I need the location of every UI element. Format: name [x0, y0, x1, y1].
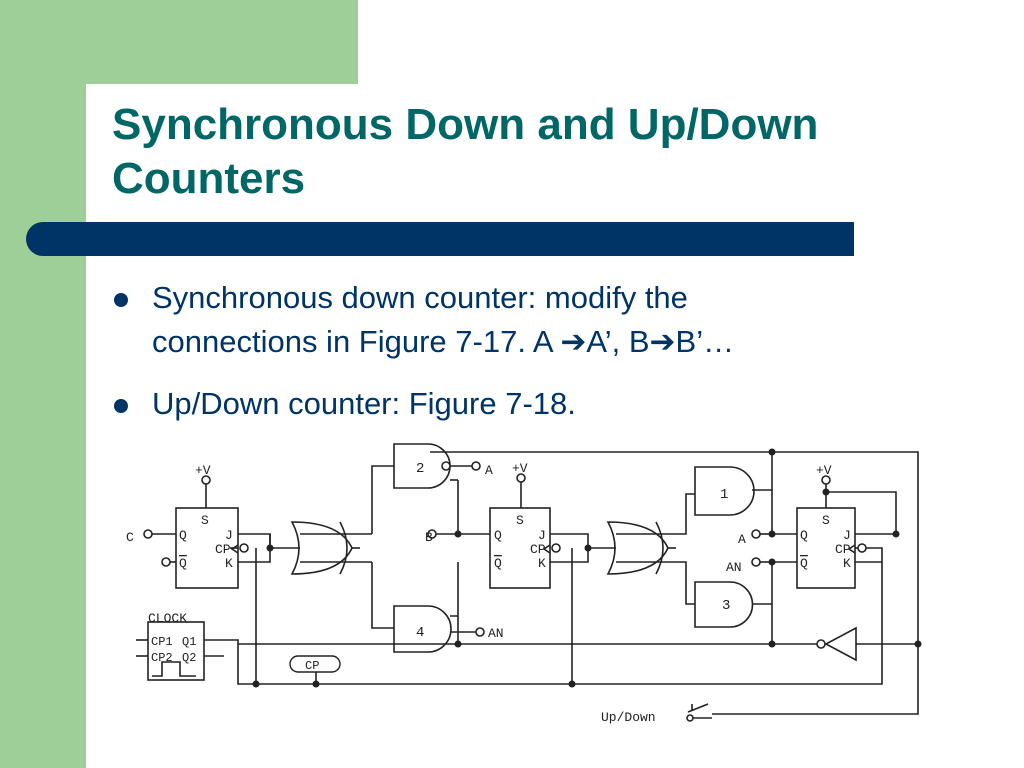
gate-3-label: 3 [722, 598, 730, 614]
ff-a-input-an-label: AN [726, 560, 742, 575]
gate-1-label: 1 [720, 487, 728, 503]
ff-c-k-pin: K [225, 556, 233, 571]
bullet-2-line-1: Up/Down counter: Figure 7-18. [152, 386, 576, 421]
gate-2-label: 2 [416, 461, 424, 477]
clock-cp2-pin: CP2 [151, 651, 173, 665]
ff-a-q-pin: Q [800, 528, 808, 543]
signal-c-label: C [126, 530, 134, 545]
inverter-buffer [824, 626, 857, 662]
ff-b-s-pin: S [516, 513, 524, 528]
or-gate-left [290, 521, 353, 575]
ff-c-cp-pin: CP [215, 542, 231, 557]
title-underline-bar [26, 222, 854, 256]
ff-b-j-pin: J [538, 528, 546, 543]
gate-4-label: 4 [416, 625, 424, 641]
ff-c-vcc-label: +V [195, 463, 211, 478]
ff-a-k-pin: K [843, 556, 851, 571]
up-down-counter-schematic: +V +V +V S Q Q J CP K S Q Q J CP K S Q Q… [126, 443, 922, 725]
ff-a-vcc-label: +V [816, 463, 832, 478]
flip-flop-b [489, 507, 551, 589]
clock-module [147, 621, 205, 681]
ff-a-qbar-pin: Q [800, 556, 808, 571]
signal-b-label: B [425, 530, 433, 545]
gate4-an-label: AN [488, 626, 504, 641]
bullet-1-line-2: connections in Figure 7-17. A ➔A’, B➔B’… [152, 324, 735, 359]
bullet-dot-icon [114, 293, 128, 307]
ff-b-qbar-pin: Q [494, 556, 502, 571]
ff-b-vcc-label: +V [512, 461, 528, 476]
cp-badge-label: CP [305, 659, 319, 673]
ff-c-s-pin: S [201, 513, 209, 528]
bullet-item-2: Up/Down counter: Figure 7-18. [112, 382, 982, 426]
bullet-item-1: Synchronous down counter: modify the con… [112, 276, 982, 364]
bullet-1-line-1: Synchronous down counter: modify the [152, 280, 688, 315]
ff-c-qbar-pin: Q [179, 556, 187, 571]
clock-q2-pin: Q2 [182, 651, 196, 665]
ff-a-j-pin: J [843, 528, 851, 543]
and-gate-3 [694, 581, 754, 628]
bullet-dot-icon [114, 399, 128, 413]
clock-cp1-pin: CP1 [151, 635, 173, 649]
clock-q1-pin: Q1 [182, 635, 196, 649]
flip-flop-a [796, 507, 856, 589]
slide-title: Synchronous Down and Up/Down Counters [112, 100, 819, 203]
ff-b-k-pin: K [538, 556, 546, 571]
ff-b-q-pin: Q [494, 528, 502, 543]
ff-a-cp-pin: CP [835, 542, 851, 557]
and-gate-4 [393, 605, 452, 653]
flip-flop-c [175, 507, 239, 589]
left-decor-bar [0, 0, 86, 768]
ff-b-cp-pin: CP [530, 542, 546, 557]
and-gate-1 [694, 466, 755, 516]
clock-label: CLOCK [148, 611, 187, 626]
top-decor-band [0, 0, 358, 84]
cp-badge [289, 655, 341, 673]
ff-c-q-pin: Q [179, 528, 187, 543]
ff-a-input-a-label: A [738, 532, 746, 547]
or-gate-right [606, 521, 669, 575]
gate2-a-label: A [485, 463, 493, 478]
ff-c-j-pin: J [225, 528, 233, 543]
ff-a-s-pin: S [822, 513, 830, 528]
updown-switch-label: Up/Down [601, 710, 656, 725]
content-panel [86, 84, 1024, 768]
